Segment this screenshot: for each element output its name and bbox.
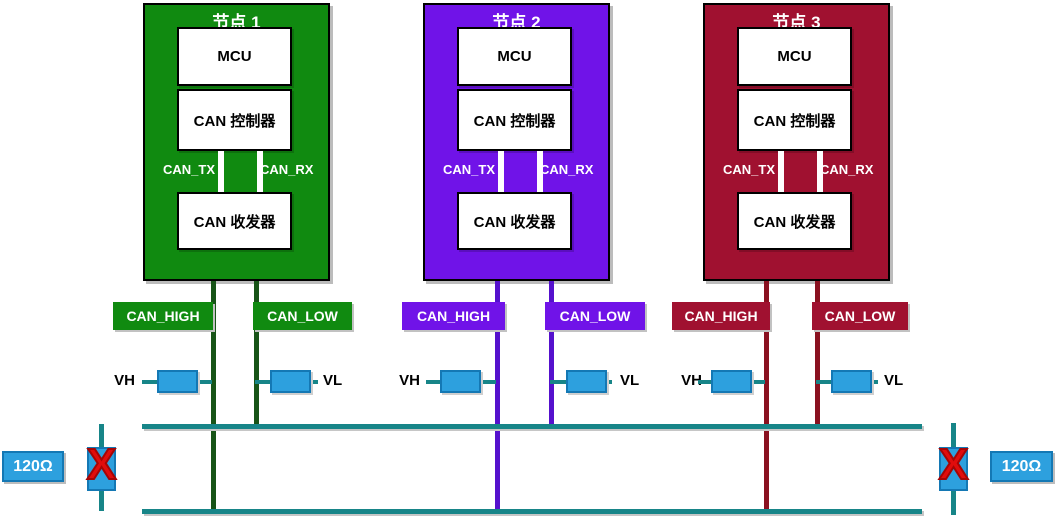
- node-1-vh-label: VH: [114, 372, 135, 389]
- node-2-can-rx-label: CAN_RX: [540, 162, 594, 177]
- node-2-can-low-label: CAN_LOW: [545, 302, 645, 330]
- node-2-rx-wire: [537, 151, 543, 192]
- node-2-controller-block: CAN 控制器: [457, 89, 572, 151]
- node-3: 节点 3 MCU CAN 控制器 CAN_TX CAN_RX CAN 收发器: [703, 3, 890, 281]
- node-3-tx-wire: [778, 151, 784, 192]
- node-3-can-high-label: CAN_HIGH: [672, 302, 770, 330]
- node-2: 节点 2 MCU CAN 控制器 CAN_TX CAN_RX CAN 收发器: [423, 3, 610, 281]
- node-1-transceiver-block: CAN 收发器: [177, 192, 292, 250]
- left-terminator-value-label: 120Ω: [2, 451, 64, 482]
- node-2-vl-label: VL: [620, 372, 640, 389]
- node-2-can-tx-label: CAN_TX: [442, 162, 495, 177]
- node-1: 节点 1 MCU CAN 控制器 CAN_TX CAN_RX CAN 收发器: [143, 3, 330, 281]
- node-2-vh-resistor: [440, 370, 481, 393]
- node-3-controller-block: CAN 控制器: [737, 89, 852, 151]
- left-terminator-x-icon: X: [86, 440, 117, 489]
- node-3-vh-resistor: [711, 370, 752, 393]
- node-1-vl-resistor: [270, 370, 311, 393]
- node-2-transceiver-block: CAN 收发器: [457, 192, 572, 250]
- node-2-tx-wire: [498, 151, 504, 192]
- node-1-rx-wire: [257, 151, 263, 192]
- node-1-tx-wire: [218, 151, 224, 192]
- node-3-can-low-line: [815, 281, 820, 429]
- right-terminator-x-icon: X: [938, 440, 969, 489]
- node-3-can-tx-label: CAN_TX: [722, 162, 775, 177]
- node-3-vh-label: VH: [681, 372, 702, 389]
- node-3-rx-wire: [817, 151, 823, 192]
- node-1-can-low-label: CAN_LOW: [253, 302, 352, 330]
- right-terminator-resistor: [939, 447, 968, 491]
- left-terminator-resistor: [87, 447, 116, 491]
- node-3-vl-label: VL: [884, 372, 904, 389]
- node-1-can-tx-label: CAN_TX: [162, 162, 215, 177]
- node-1-vh-resistor: [157, 370, 198, 393]
- right-terminator-value-label: 120Ω: [990, 451, 1053, 482]
- node-1-can-low-line: [254, 281, 259, 429]
- can-bus-bottom-line: [142, 509, 922, 514]
- node-3-can-low-label: CAN_LOW: [812, 302, 908, 330]
- node-1-vl-label: VL: [323, 372, 343, 389]
- node-3-can-high-line: [764, 281, 769, 513]
- node-3-mcu-block: MCU: [737, 27, 852, 86]
- node-3-vl-resistor: [831, 370, 872, 393]
- node-1-controller-block: CAN 控制器: [177, 89, 292, 151]
- can-bus-top-line: [142, 424, 922, 429]
- node-1-mcu-block: MCU: [177, 27, 292, 86]
- node-1-can-high-label: CAN_HIGH: [113, 302, 213, 330]
- node-2-can-high-label: CAN_HIGH: [402, 302, 505, 330]
- node-2-can-low-line: [549, 281, 554, 429]
- node-3-transceiver-block: CAN 收发器: [737, 192, 852, 250]
- node-2-can-high-line: [495, 281, 500, 513]
- node-2-vl-resistor: [566, 370, 607, 393]
- node-1-can-rx-label: CAN_RX: [260, 162, 314, 177]
- node-1-can-high-line: [211, 281, 216, 513]
- node-2-vh-label: VH: [399, 372, 420, 389]
- node-3-can-rx-label: CAN_RX: [820, 162, 874, 177]
- node-2-mcu-block: MCU: [457, 27, 572, 86]
